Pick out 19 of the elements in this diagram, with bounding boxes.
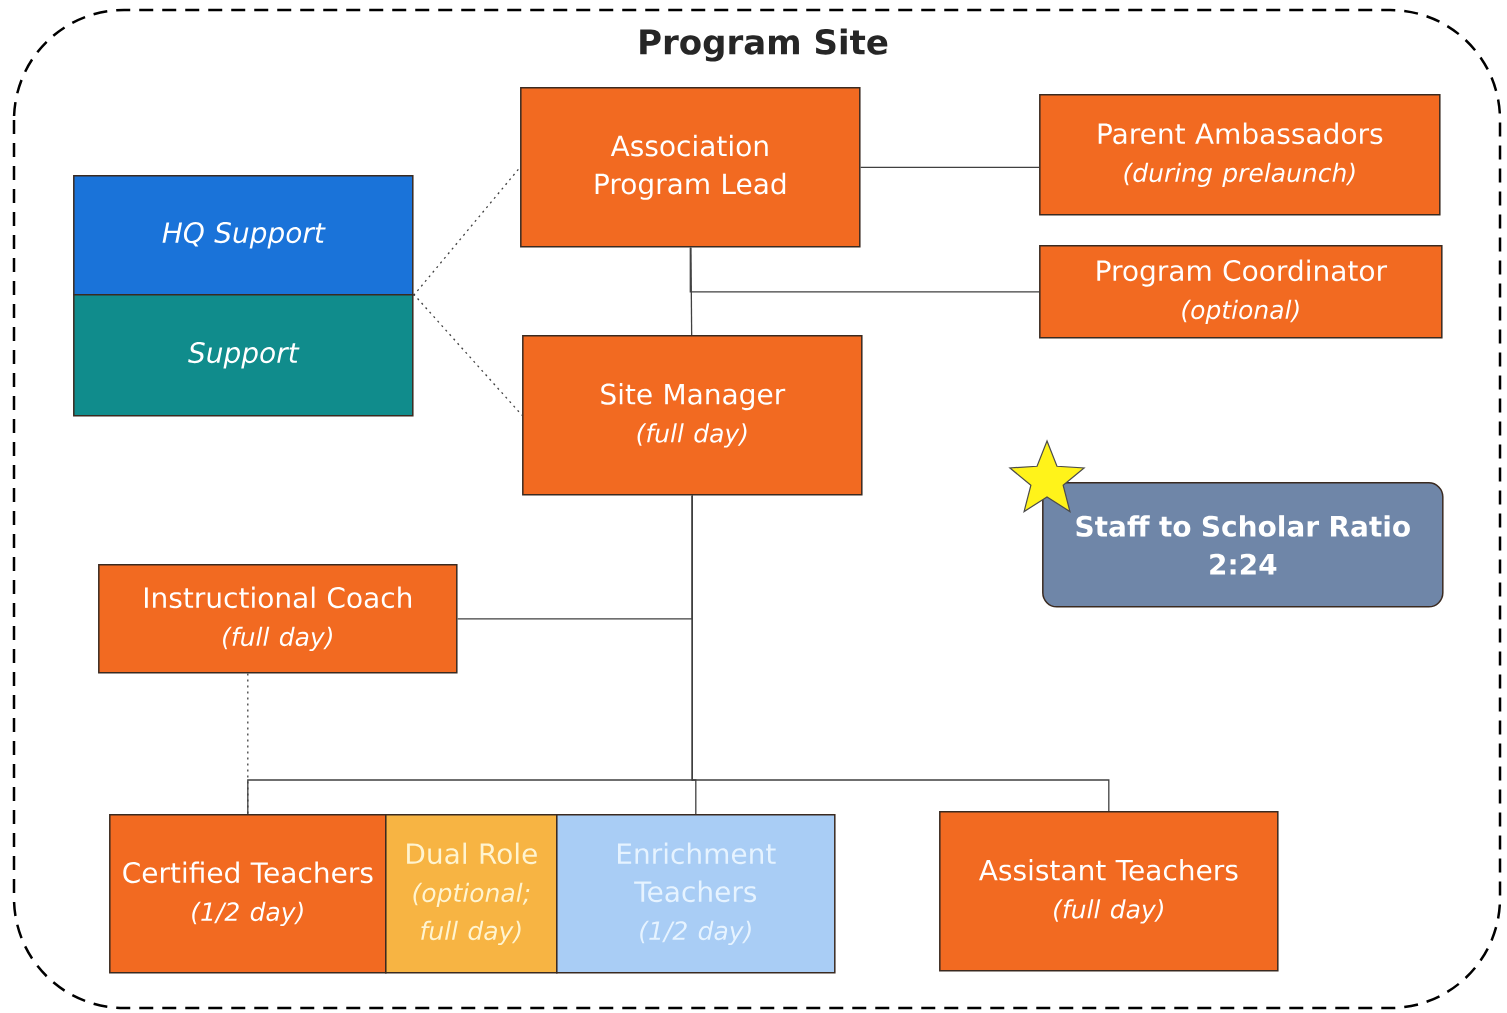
role-box: Site Manager (full day) bbox=[522, 335, 863, 496]
ratio-box: Staff to Scholar Ratio 2:24 bbox=[1042, 482, 1444, 608]
role-box: Certified Teachers (1/2 day) bbox=[109, 814, 387, 974]
connector bbox=[691, 494, 1110, 812]
role-box: Enrichment Teachers (1/2 day) bbox=[556, 814, 836, 974]
role-box: Assistant Teachers (full day) bbox=[939, 811, 1279, 972]
role-box: Program Coordinator (optional) bbox=[1039, 245, 1443, 339]
role-box: Dual Role (optional; full day) bbox=[385, 814, 558, 974]
connector bbox=[689, 246, 1040, 293]
connector bbox=[247, 672, 249, 815]
role-box: Association Program Lead bbox=[520, 87, 861, 248]
role-box: Instructional Coach (full day) bbox=[98, 564, 458, 674]
support-box: Support bbox=[73, 294, 414, 417]
support-box: HQ Support bbox=[73, 175, 414, 296]
connector bbox=[690, 246, 693, 336]
connector bbox=[859, 166, 1040, 168]
connector bbox=[412, 166, 521, 297]
role-box: Parent Ambassadors (during prelaunch) bbox=[1039, 94, 1441, 216]
connector bbox=[412, 293, 523, 416]
